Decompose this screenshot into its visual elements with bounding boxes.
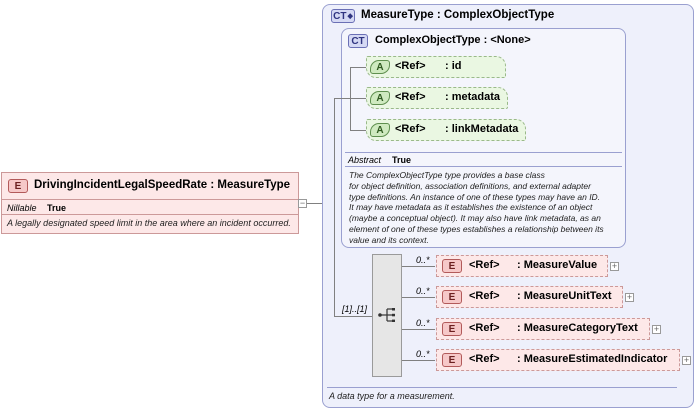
complex-divider — [345, 152, 622, 153]
element-name: : MeasureUnitText — [517, 290, 612, 302]
element-badge-icon: E — [442, 259, 462, 273]
element-badge-icon: E — [442, 290, 462, 304]
annotation-line: (maybe a conceptual object). It may also… — [349, 213, 601, 224]
element-badge-icon: E — [442, 353, 462, 367]
element-ref: <Ref> — [469, 322, 500, 334]
attribute-metadata[interactable]: A <Ref> : metadata — [366, 87, 508, 109]
element-measure-value[interactable]: E <Ref> : MeasureValue — [436, 255, 608, 277]
seq-line — [402, 266, 435, 267]
attribute-badge-icon: A — [370, 60, 390, 74]
element-measure-category-text[interactable]: E <Ref> : MeasureCategoryText — [436, 318, 650, 340]
complex-divider-2 — [345, 166, 622, 167]
attribute-name: : id — [445, 60, 462, 72]
element-ref: <Ref> — [469, 290, 500, 302]
nillable-label: Nillable — [7, 203, 37, 213]
occurs-label: 0..* — [416, 286, 430, 296]
attribute-id[interactable]: A <Ref> : id — [366, 56, 506, 78]
complex-object-type-title: ComplexObjectType : <None> — [375, 34, 531, 46]
sequence-multiplicity: [1]..[1] — [342, 304, 368, 314]
element-badge-icon: E — [442, 322, 462, 336]
annotation-line: value and its context. — [349, 234, 429, 245]
annotation-line: for object definition, association defin… — [349, 180, 591, 191]
attr-connector — [350, 130, 366, 131]
seq-line — [402, 329, 435, 330]
root-divider-2 — [2, 214, 298, 215]
attribute-ref: <Ref> — [395, 123, 426, 135]
complex-type-badge-icon: CT — [348, 34, 368, 48]
complex-annotation: The ComplexObjectType type provides a ba… — [349, 170, 621, 246]
element-name: : MeasureEstimatedIndicator — [517, 353, 668, 365]
abstract-value: True — [392, 155, 412, 165]
element-badge-icon: E — [8, 179, 28, 193]
seq-line — [402, 360, 435, 361]
attribute-ref: <Ref> — [395, 91, 426, 103]
measure-type-divider — [327, 387, 677, 388]
attr-connector-in — [334, 98, 350, 99]
element-measure-estimated-indicator[interactable]: E <Ref> : MeasureEstimatedIndicator — [436, 349, 680, 371]
plus-expand-icon[interactable]: + — [625, 292, 634, 302]
annotation-line: The ComplexObjectType type provides a ba… — [349, 170, 545, 180]
element-name: : MeasureCategoryText — [517, 322, 638, 334]
seq-line — [402, 297, 435, 298]
occurs-label: 0..* — [416, 349, 430, 359]
annotation-line: element of one of these types establishe… — [349, 223, 604, 234]
measure-type-title: MeasureType : ComplexObjectType — [361, 9, 555, 21]
root-element-card[interactable]: E DrivingIncidentLegalSpeedRate : Measur… — [1, 172, 299, 234]
annotation-line: type definitions. An instance of one of … — [349, 191, 601, 202]
sequence-compositor[interactable] — [372, 254, 402, 377]
occurs-label: 0..* — [416, 318, 430, 328]
element-measure-unit-text[interactable]: E <Ref> : MeasureUnitText — [436, 286, 623, 308]
annotation-line: It may have metadata as it establishes t… — [349, 202, 593, 213]
attribute-ref: <Ref> — [395, 60, 426, 72]
plus-expand-icon[interactable]: − — [298, 198, 307, 208]
sequence-connector-icon — [378, 308, 395, 322]
measure-type-annotation: A data type for a measurement. — [329, 391, 455, 401]
plus-expand-icon[interactable]: + — [682, 355, 691, 365]
plus-expand-icon[interactable]: + — [652, 324, 661, 334]
nillable-value: True — [47, 203, 67, 213]
connector-vertical — [334, 98, 335, 316]
occurs-label: 0..* — [416, 255, 430, 265]
root-annotation: A legally designated speed limit in the … — [7, 218, 291, 228]
element-name: : MeasureValue — [517, 259, 598, 271]
connector-line — [307, 203, 323, 204]
attribute-link-metadata[interactable]: A <Ref> : linkMetadata — [366, 119, 526, 141]
root-element-title: DrivingIncidentLegalSpeedRate : MeasureT… — [34, 179, 291, 191]
connector-to-sequence — [334, 316, 372, 317]
attribute-badge-icon: A — [370, 123, 390, 137]
attribute-badge-icon: A — [370, 91, 390, 105]
root-divider — [2, 199, 298, 200]
attr-connector — [350, 67, 366, 68]
complex-type-badge-icon: CT◆ — [331, 9, 355, 23]
attr-connector — [350, 98, 366, 99]
element-ref: <Ref> — [469, 353, 500, 365]
attribute-name: : linkMetadata — [445, 123, 519, 135]
abstract-label: Abstract — [348, 155, 382, 165]
plus-expand-icon[interactable]: + — [610, 261, 619, 271]
element-ref: <Ref> — [469, 259, 500, 271]
attribute-name: : metadata — [445, 91, 501, 103]
